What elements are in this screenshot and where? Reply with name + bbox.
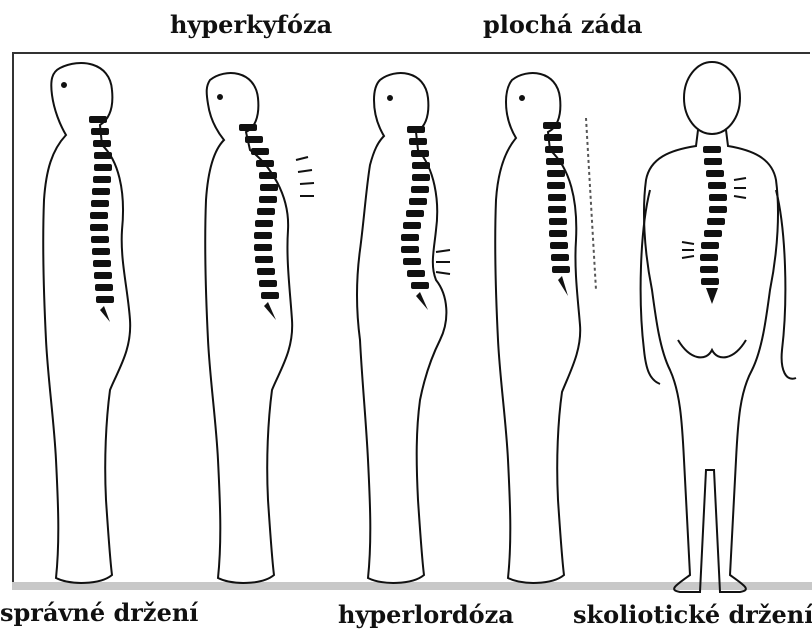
figure-scoliotic: [641, 62, 796, 592]
indicator-flat-back: [586, 118, 596, 290]
label-hyperlordosis: hyperlordóza: [338, 600, 514, 629]
spine-hyperlordosis: [401, 126, 430, 310]
label-flat-back: plochá záda: [483, 10, 642, 39]
figure-hyperkyphosis: [205, 73, 292, 583]
indicator-hyperkyphosis: [296, 157, 314, 196]
figure-correct-posture: [43, 63, 130, 583]
label-scoliotic-posture: skoliotické držení: [573, 600, 812, 629]
figure-flat-back: [495, 73, 580, 583]
figure-hyperlordosis: [357, 73, 446, 583]
label-hyperkyphosis: hyperkyfóza: [170, 10, 332, 39]
indicator-hyperlordosis: [436, 250, 450, 274]
spine-flat-back: [543, 122, 570, 296]
spine-correct: [89, 116, 114, 322]
spine-hyperkyphosis: [239, 124, 279, 320]
label-correct-posture: správné držení: [0, 598, 198, 627]
spine-scoliotic: [700, 146, 727, 304]
